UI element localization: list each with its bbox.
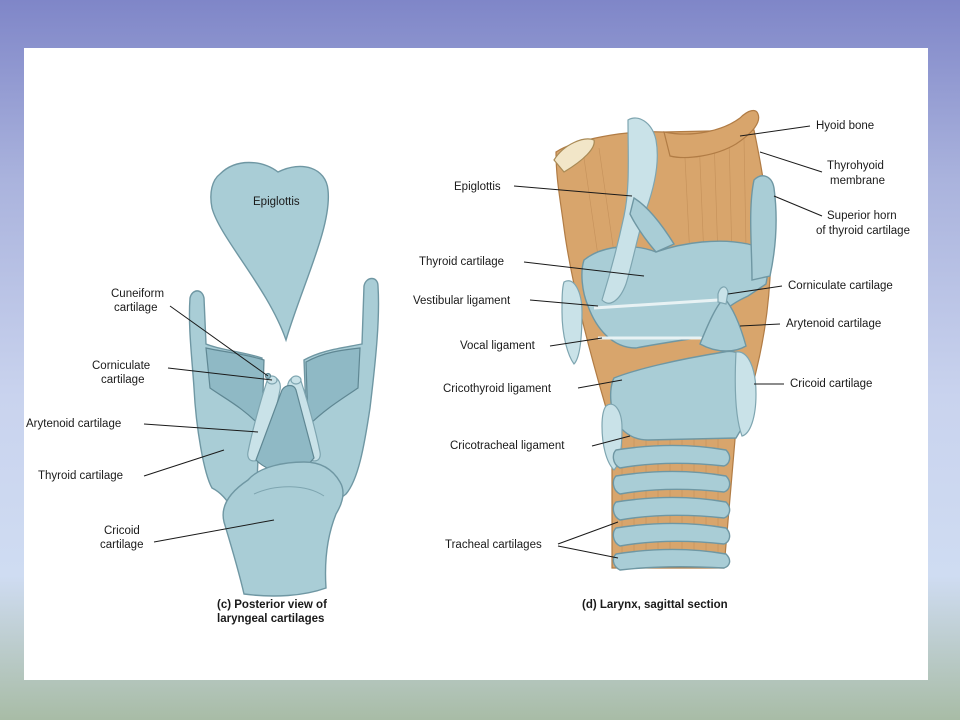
thyroid-anterior-edge — [561, 280, 583, 365]
label-vestibular: Vestibular ligament — [413, 295, 511, 307]
posterior-view-illustration — [188, 161, 380, 597]
caption-posterior-line1: (c) Posterior view of — [217, 599, 327, 611]
cricoid-lamina-sagittal — [734, 351, 757, 437]
leader-corniculate-right — [727, 285, 783, 295]
label-cuneiform-line1: Cuneiform — [111, 288, 164, 300]
label-cricothyroid: Cricothyroid ligament — [443, 383, 552, 395]
label-corniculate-line1: Corniculate — [92, 360, 150, 372]
cricoid-shading — [253, 486, 325, 497]
thyroid-right-inner — [305, 347, 361, 428]
label-epiglottis-right: Epiglottis — [454, 181, 501, 193]
epiglottis-shape — [210, 161, 330, 343]
leader-cricothyroid — [577, 379, 623, 389]
label-arytenoid-right: Arytenoid cartilage — [786, 318, 881, 330]
leader-thyroid-left — [143, 449, 225, 477]
label-thyroid-right: Thyroid cartilage — [419, 256, 504, 268]
leader-tracheal-upper — [557, 521, 619, 545]
larynx-figure: Epiglottis Cuneiform cartilage Cornicula… — [26, 109, 910, 625]
label-tracheal: Tracheal cartilages — [445, 539, 542, 551]
epiglottis-stalk — [629, 196, 676, 253]
leader-thyrohyoid — [759, 151, 823, 173]
label-hyoid-bone: Hyoid bone — [816, 120, 874, 132]
leader-thyroid-right — [523, 261, 645, 277]
tracheal-ring-1 — [612, 444, 731, 469]
label-cricoid-line1: Cricoid — [104, 525, 140, 537]
vestibular-ligament-line — [593, 298, 719, 310]
tracheal-ring-3 — [612, 496, 731, 521]
label-superior-horn-line2: of thyroid cartilage — [816, 225, 910, 237]
tracheal-ring-2 — [612, 470, 731, 495]
leader-epiglottis-right — [513, 185, 633, 197]
tracheal-ring-5 — [612, 548, 731, 571]
sagittal-section-illustration — [553, 109, 777, 571]
leader-arytenoid-left — [143, 423, 259, 433]
leader-superior-horn — [773, 195, 823, 217]
leader-cuneiform — [169, 305, 269, 377]
slide-panel: Epiglottis Cuneiform cartilage Cornicula… — [24, 48, 928, 680]
caption-posterior-line2: laryngeal cartilages — [217, 613, 324, 625]
leader-arytenoid-right — [739, 323, 781, 327]
label-thyrohyoid-line2: membrane — [830, 175, 885, 187]
caption-sagittal: (d) Larynx, sagittal section — [582, 599, 728, 611]
label-corniculate-right: Corniculate cartilage — [788, 280, 893, 292]
cricoid-cartilage-shape — [222, 461, 344, 597]
label-cricoid-right: Cricoid cartilage — [790, 378, 872, 390]
label-cuneiform-line2: cartilage — [114, 302, 157, 314]
tracheal-rings — [612, 444, 731, 571]
label-corniculate-line2: cartilage — [101, 374, 144, 386]
hyoid-bone-shape — [663, 109, 760, 159]
label-thyrohyoid-line1: Thyrohyoid — [827, 160, 884, 172]
label-superior-horn-line1: Superior horn — [827, 210, 897, 222]
epiglottis-sagittal — [601, 117, 658, 304]
label-epiglottis-left: Epiglottis — [253, 196, 300, 208]
leader-hyoid — [739, 125, 811, 137]
corniculate-sagittal — [717, 286, 729, 305]
corniculate-right — [290, 375, 302, 385]
leader-cricoid-left — [153, 519, 275, 543]
label-cricotracheal: Cricotracheal ligament — [450, 440, 565, 452]
leader-tracheal-lower — [557, 545, 619, 559]
leader-vocal — [549, 337, 603, 347]
leader-vestibular — [529, 299, 599, 307]
tracheal-ring-4 — [612, 522, 731, 547]
superior-horn-shape — [750, 175, 777, 281]
leader-cricotracheal — [591, 435, 631, 447]
label-cricoid-line2: cartilage — [100, 539, 143, 551]
label-arytenoid-left: Arytenoid cartilage — [26, 418, 121, 430]
label-vocal: Vocal ligament — [460, 340, 536, 352]
hyoid-cut-end — [553, 138, 595, 173]
leader-corniculate-left — [167, 367, 273, 381]
label-thyroid-left: Thyroid cartilage — [38, 470, 123, 482]
